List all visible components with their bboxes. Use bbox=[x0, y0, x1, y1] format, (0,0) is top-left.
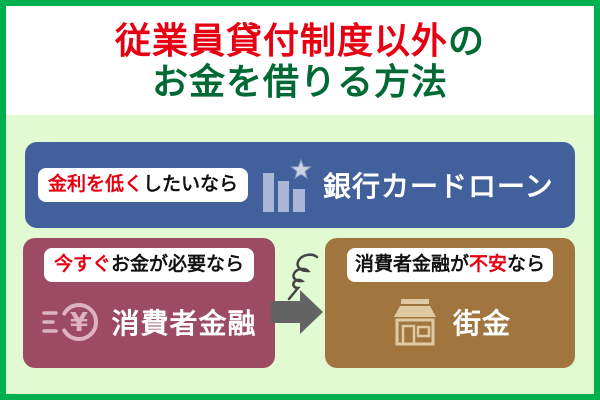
title-line-2: お金を借りる方法 bbox=[151, 60, 448, 102]
option-box-consumer-finance: 今すぐお金が必要なら ¥ 消費者金融 bbox=[23, 238, 275, 368]
storefront-icon bbox=[393, 299, 436, 346]
machikin-name-row: 街金 bbox=[325, 282, 575, 368]
yen-coin-speed-icon: ¥ bbox=[42, 303, 99, 341]
consumer-name-row: ¥ 消費者金融 bbox=[23, 282, 275, 368]
option-name-machikin: 街金 bbox=[452, 308, 511, 339]
condition-consumer-highlight: 今すぐ bbox=[53, 254, 111, 275]
title-line-1: 従業員貸付制度以外の bbox=[115, 20, 485, 61]
yen-symbol: ¥ bbox=[70, 308, 88, 338]
condition-label-machikin: 消費者金融が不安なら bbox=[346, 248, 554, 282]
page-title: 従業員貸付制度以外の お金を借りる方法 bbox=[6, 6, 594, 115]
tornado-doodle-icon bbox=[287, 253, 319, 301]
condition-machikin-rest: なら bbox=[507, 254, 546, 275]
condition-bank-rest: したいなら bbox=[143, 174, 239, 195]
title-line1-suffix: の bbox=[448, 19, 486, 61]
connector bbox=[271, 246, 331, 346]
condition-machikin-prefix: 消費者金融が bbox=[354, 254, 469, 275]
title-line1-red-text: 従業員貸付制度以外 bbox=[114, 19, 448, 61]
condition-label-bank: 金利を低くしたいなら bbox=[38, 168, 249, 202]
condition-label-consumer: 今すぐお金が必要なら bbox=[43, 248, 255, 282]
option-name-consumer: 消費者金融 bbox=[111, 308, 257, 339]
bar-chart-star-icon bbox=[263, 158, 312, 212]
condition-consumer-rest: お金が必要なら bbox=[111, 254, 245, 275]
option-box-bank-card-loan: 金利を低くしたいなら 銀行カードローン bbox=[25, 142, 575, 228]
right-arrow-icon bbox=[271, 290, 323, 334]
option-box-machikin: 消費者金融が不安なら 街金 bbox=[325, 238, 575, 368]
option-name-bank: 銀行カードローン bbox=[323, 171, 554, 202]
condition-machikin-highlight: 不安 bbox=[468, 254, 507, 275]
condition-bank-highlight: 金利を低く bbox=[48, 174, 144, 195]
